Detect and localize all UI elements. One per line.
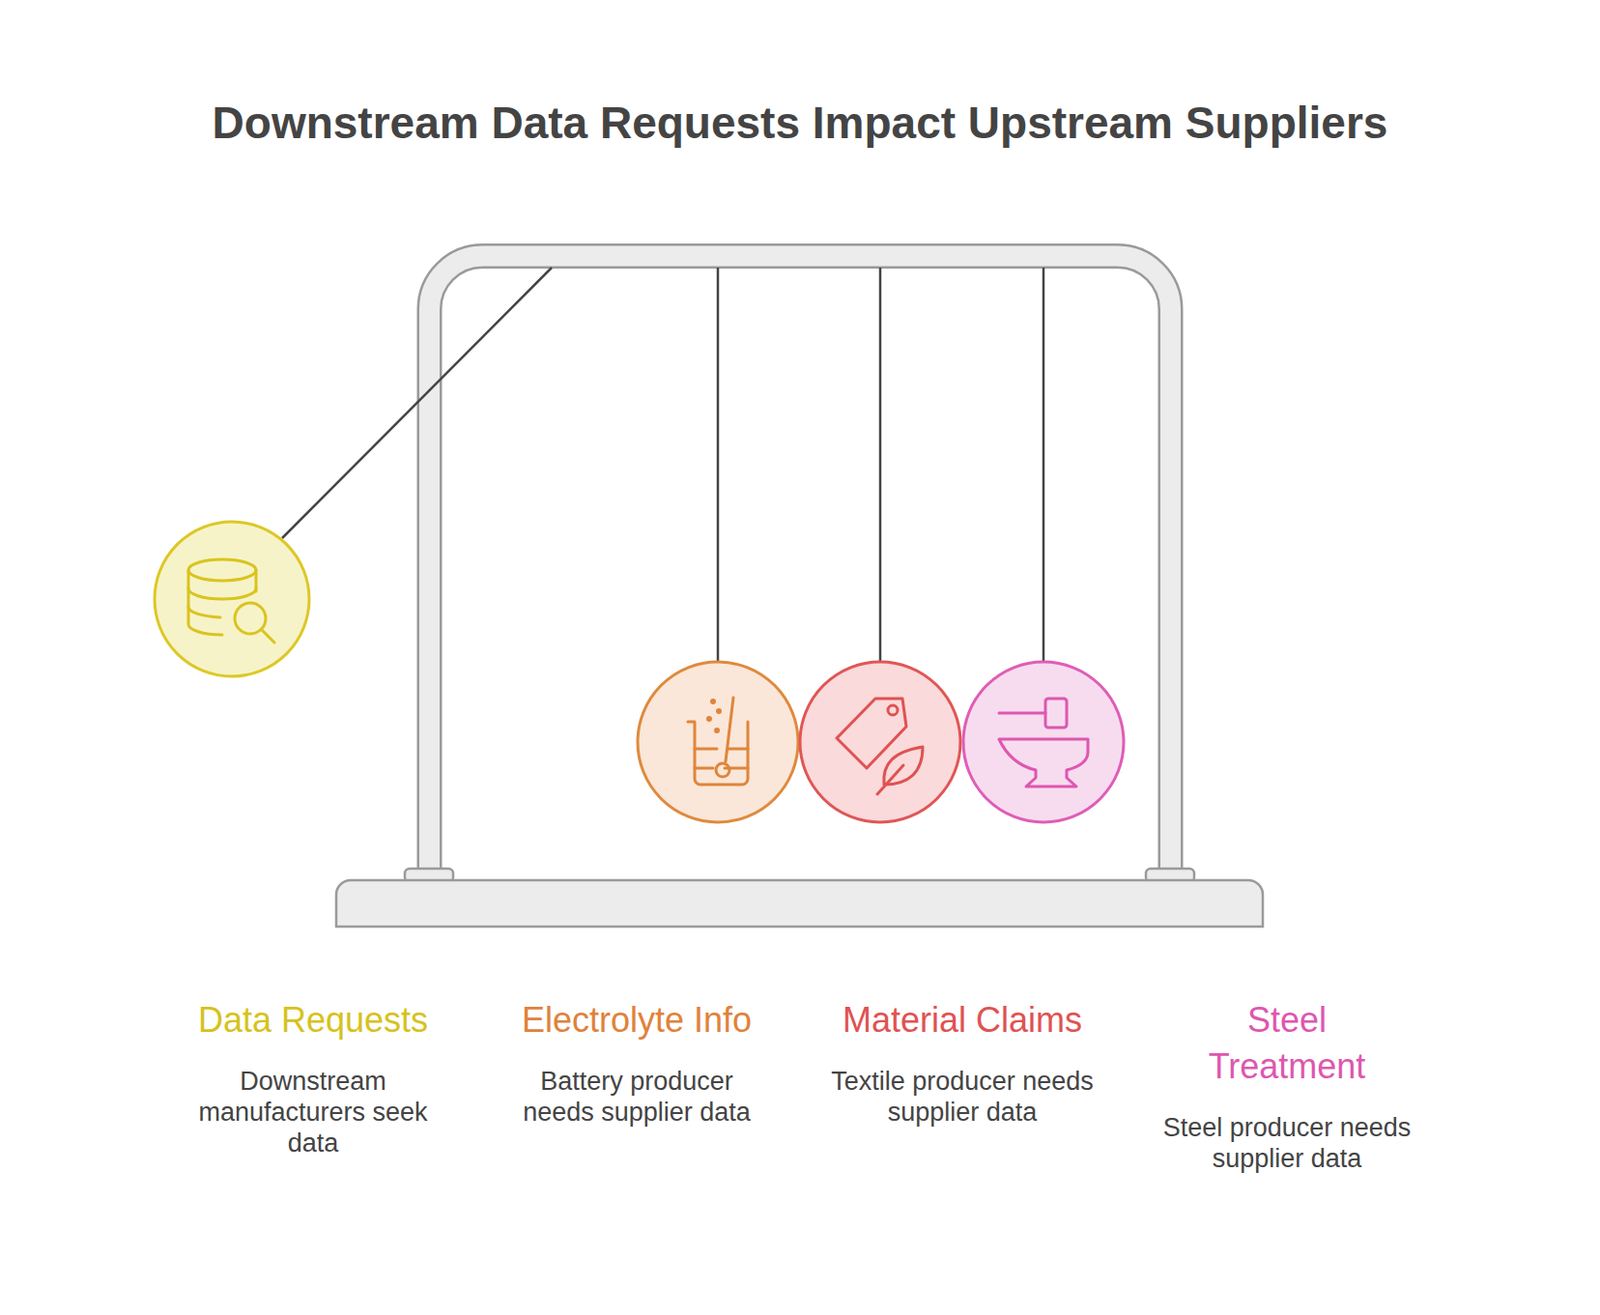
pendulum-string (879, 267, 883, 662)
ball-label-group: Data RequestsDownstream manufacturers se… (153, 997, 473, 1159)
diagram-title: Downstream Data Requests Impact Upstream… (0, 96, 1600, 149)
frame-fill (429, 256, 1172, 873)
pendulum-ball: Data RequestsDownstream manufacturers se… (150, 517, 314, 681)
ball-circle (154, 521, 310, 677)
ball-outline (796, 657, 965, 827)
ball-label-group: Electrolyte InfoBattery producer needs s… (477, 997, 797, 1128)
ball-description: Battery producer needs supplier data (504, 1065, 771, 1128)
ball-description: Downstream manufacturers seek data (175, 1065, 452, 1159)
ball-heading: Steel Treatment (1180, 997, 1394, 1090)
ball-heading: Material Claims (802, 997, 1122, 1044)
pendulum-ball: Electrolyte InfoBattery producer needs s… (633, 657, 802, 827)
frame-outline (429, 256, 1172, 873)
pendulum-string (716, 267, 720, 662)
pendulum-ball: Material ClaimsTextile producer needs su… (796, 657, 965, 827)
ball-label-group: Material ClaimsTextile producer needs su… (802, 997, 1122, 1128)
pendulum-ball: Steel TreatmentSteel producer needs supp… (959, 657, 1128, 827)
ball-outline (150, 517, 314, 681)
cradle-base (336, 880, 1263, 927)
ball-outline (959, 657, 1128, 827)
pendulum-string (282, 267, 552, 539)
ball-circle (637, 661, 799, 823)
ball-description: Textile producer needs supplier data (829, 1065, 1096, 1128)
ball-description: Steel producer needs supplier data (1149, 1112, 1426, 1174)
ball-heading: Data Requests (153, 997, 473, 1044)
pendulum-string (1042, 267, 1046, 662)
ball-circle (800, 661, 961, 823)
ball-circle (963, 661, 1124, 823)
ball-heading: Electrolyte Info (477, 997, 797, 1044)
ball-outline (633, 657, 802, 827)
ball-label-group: Steel TreatmentSteel producer needs supp… (1149, 997, 1426, 1174)
